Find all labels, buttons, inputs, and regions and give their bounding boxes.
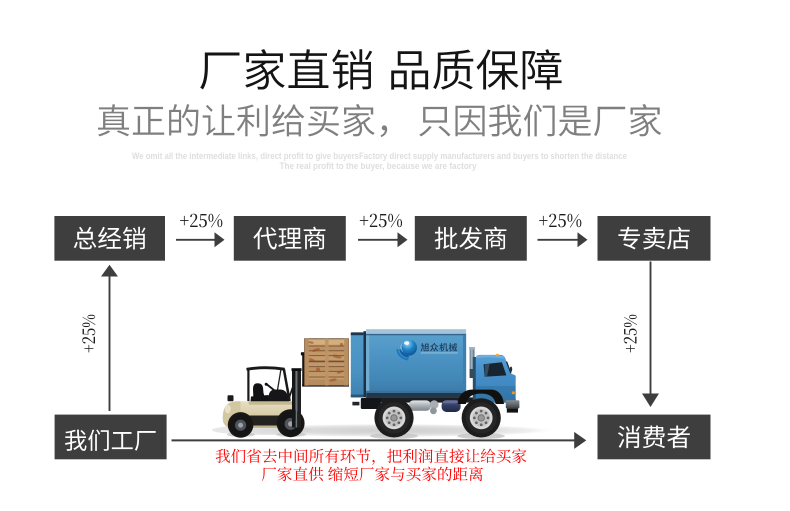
svg-text:The real profit to the buyer,: The real profit to the buyer, because we… [280,161,478,171]
svg-text:We omit all the intermediate l: We omit all the intermediate links, dire… [132,151,627,161]
